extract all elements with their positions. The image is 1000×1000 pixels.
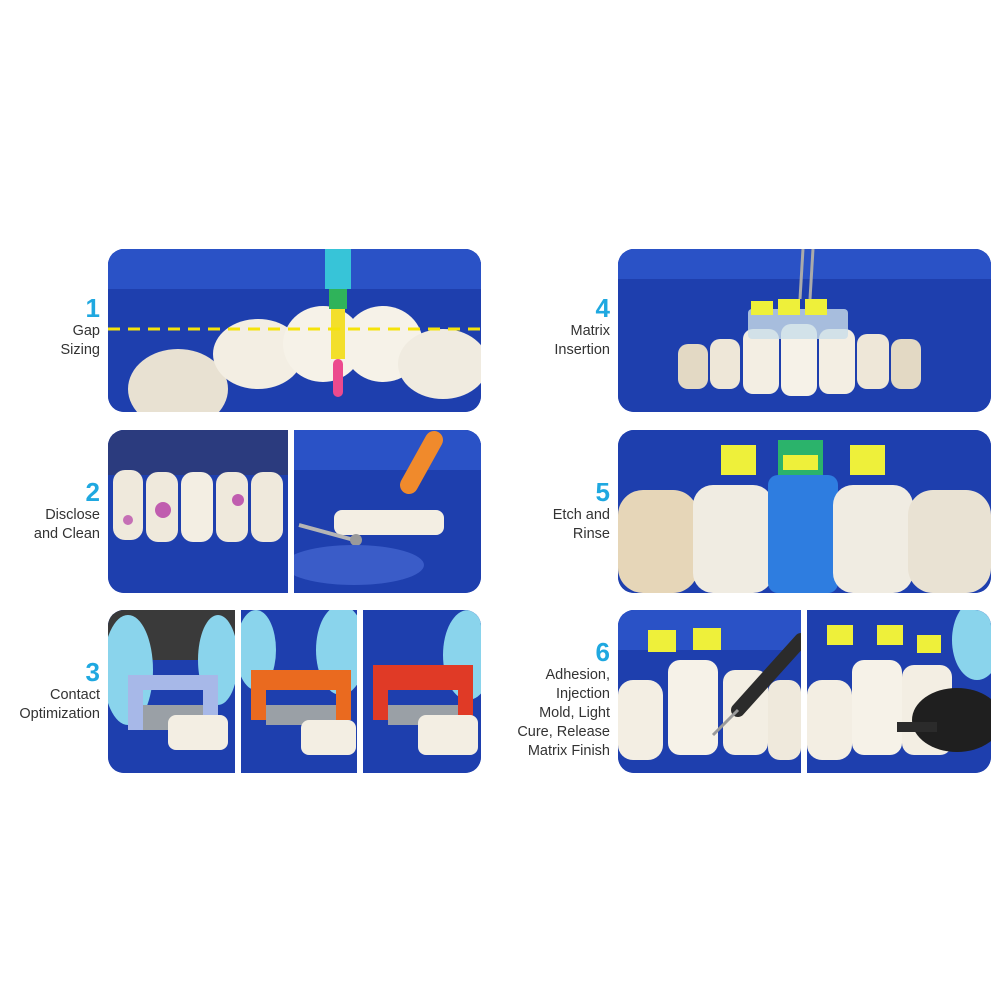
step-number: 6 (595, 637, 610, 667)
separator-red-photo (363, 610, 481, 773)
step-title: Contact Optimization (19, 687, 100, 722)
step-1-label: 1 Gap Sizing (20, 293, 101, 360)
etch-rinse-photo (618, 430, 991, 593)
step-3-label: 3 Contact Optimization (0, 658, 100, 724)
step-5-label: 5 Etch and Rinse (520, 478, 610, 544)
adhesion-injection-panel (618, 610, 991, 773)
step-title: Adhesion, Injection Mold, Light Cure, Re… (517, 667, 610, 759)
disclosing-photo (108, 430, 288, 593)
matrix-insertion-panel (618, 249, 991, 412)
step-number: 4 (595, 293, 610, 323)
step-title: Gap Sizing (60, 323, 101, 358)
injection-photo (618, 610, 801, 773)
disclose-clean-panel (108, 430, 481, 593)
light-cure-photo (807, 610, 991, 773)
cleaning-photo (294, 430, 481, 593)
contact-optimization-panel (108, 610, 481, 773)
step-6-label: 6 Adhesion, Injection Mold, Light Cure, … (500, 638, 610, 761)
step-title: Disclose and Clean (33, 507, 100, 542)
photo-divider (235, 610, 241, 773)
matrix-insertion-photo (618, 249, 991, 412)
photo-divider (288, 430, 294, 593)
separator-orange-photo (241, 610, 357, 773)
step-number: 2 (85, 477, 100, 507)
step-number: 3 (85, 657, 100, 687)
etch-rinse-panel (618, 430, 991, 593)
step-title: Etch and Rinse (552, 507, 610, 542)
step-2-label: 2 Disclose and Clean (10, 478, 100, 544)
step-number: 1 (85, 293, 100, 323)
step-4-label: 4 Matrix Insertion (520, 294, 610, 360)
photo-divider (801, 610, 807, 773)
step-number: 5 (595, 477, 610, 507)
separator-blue-photo (108, 610, 235, 773)
photo-divider (357, 610, 363, 773)
gap-sizing-photo (108, 249, 481, 412)
step-title: Matrix Insertion (554, 323, 610, 358)
gap-sizing-panel (108, 249, 481, 412)
